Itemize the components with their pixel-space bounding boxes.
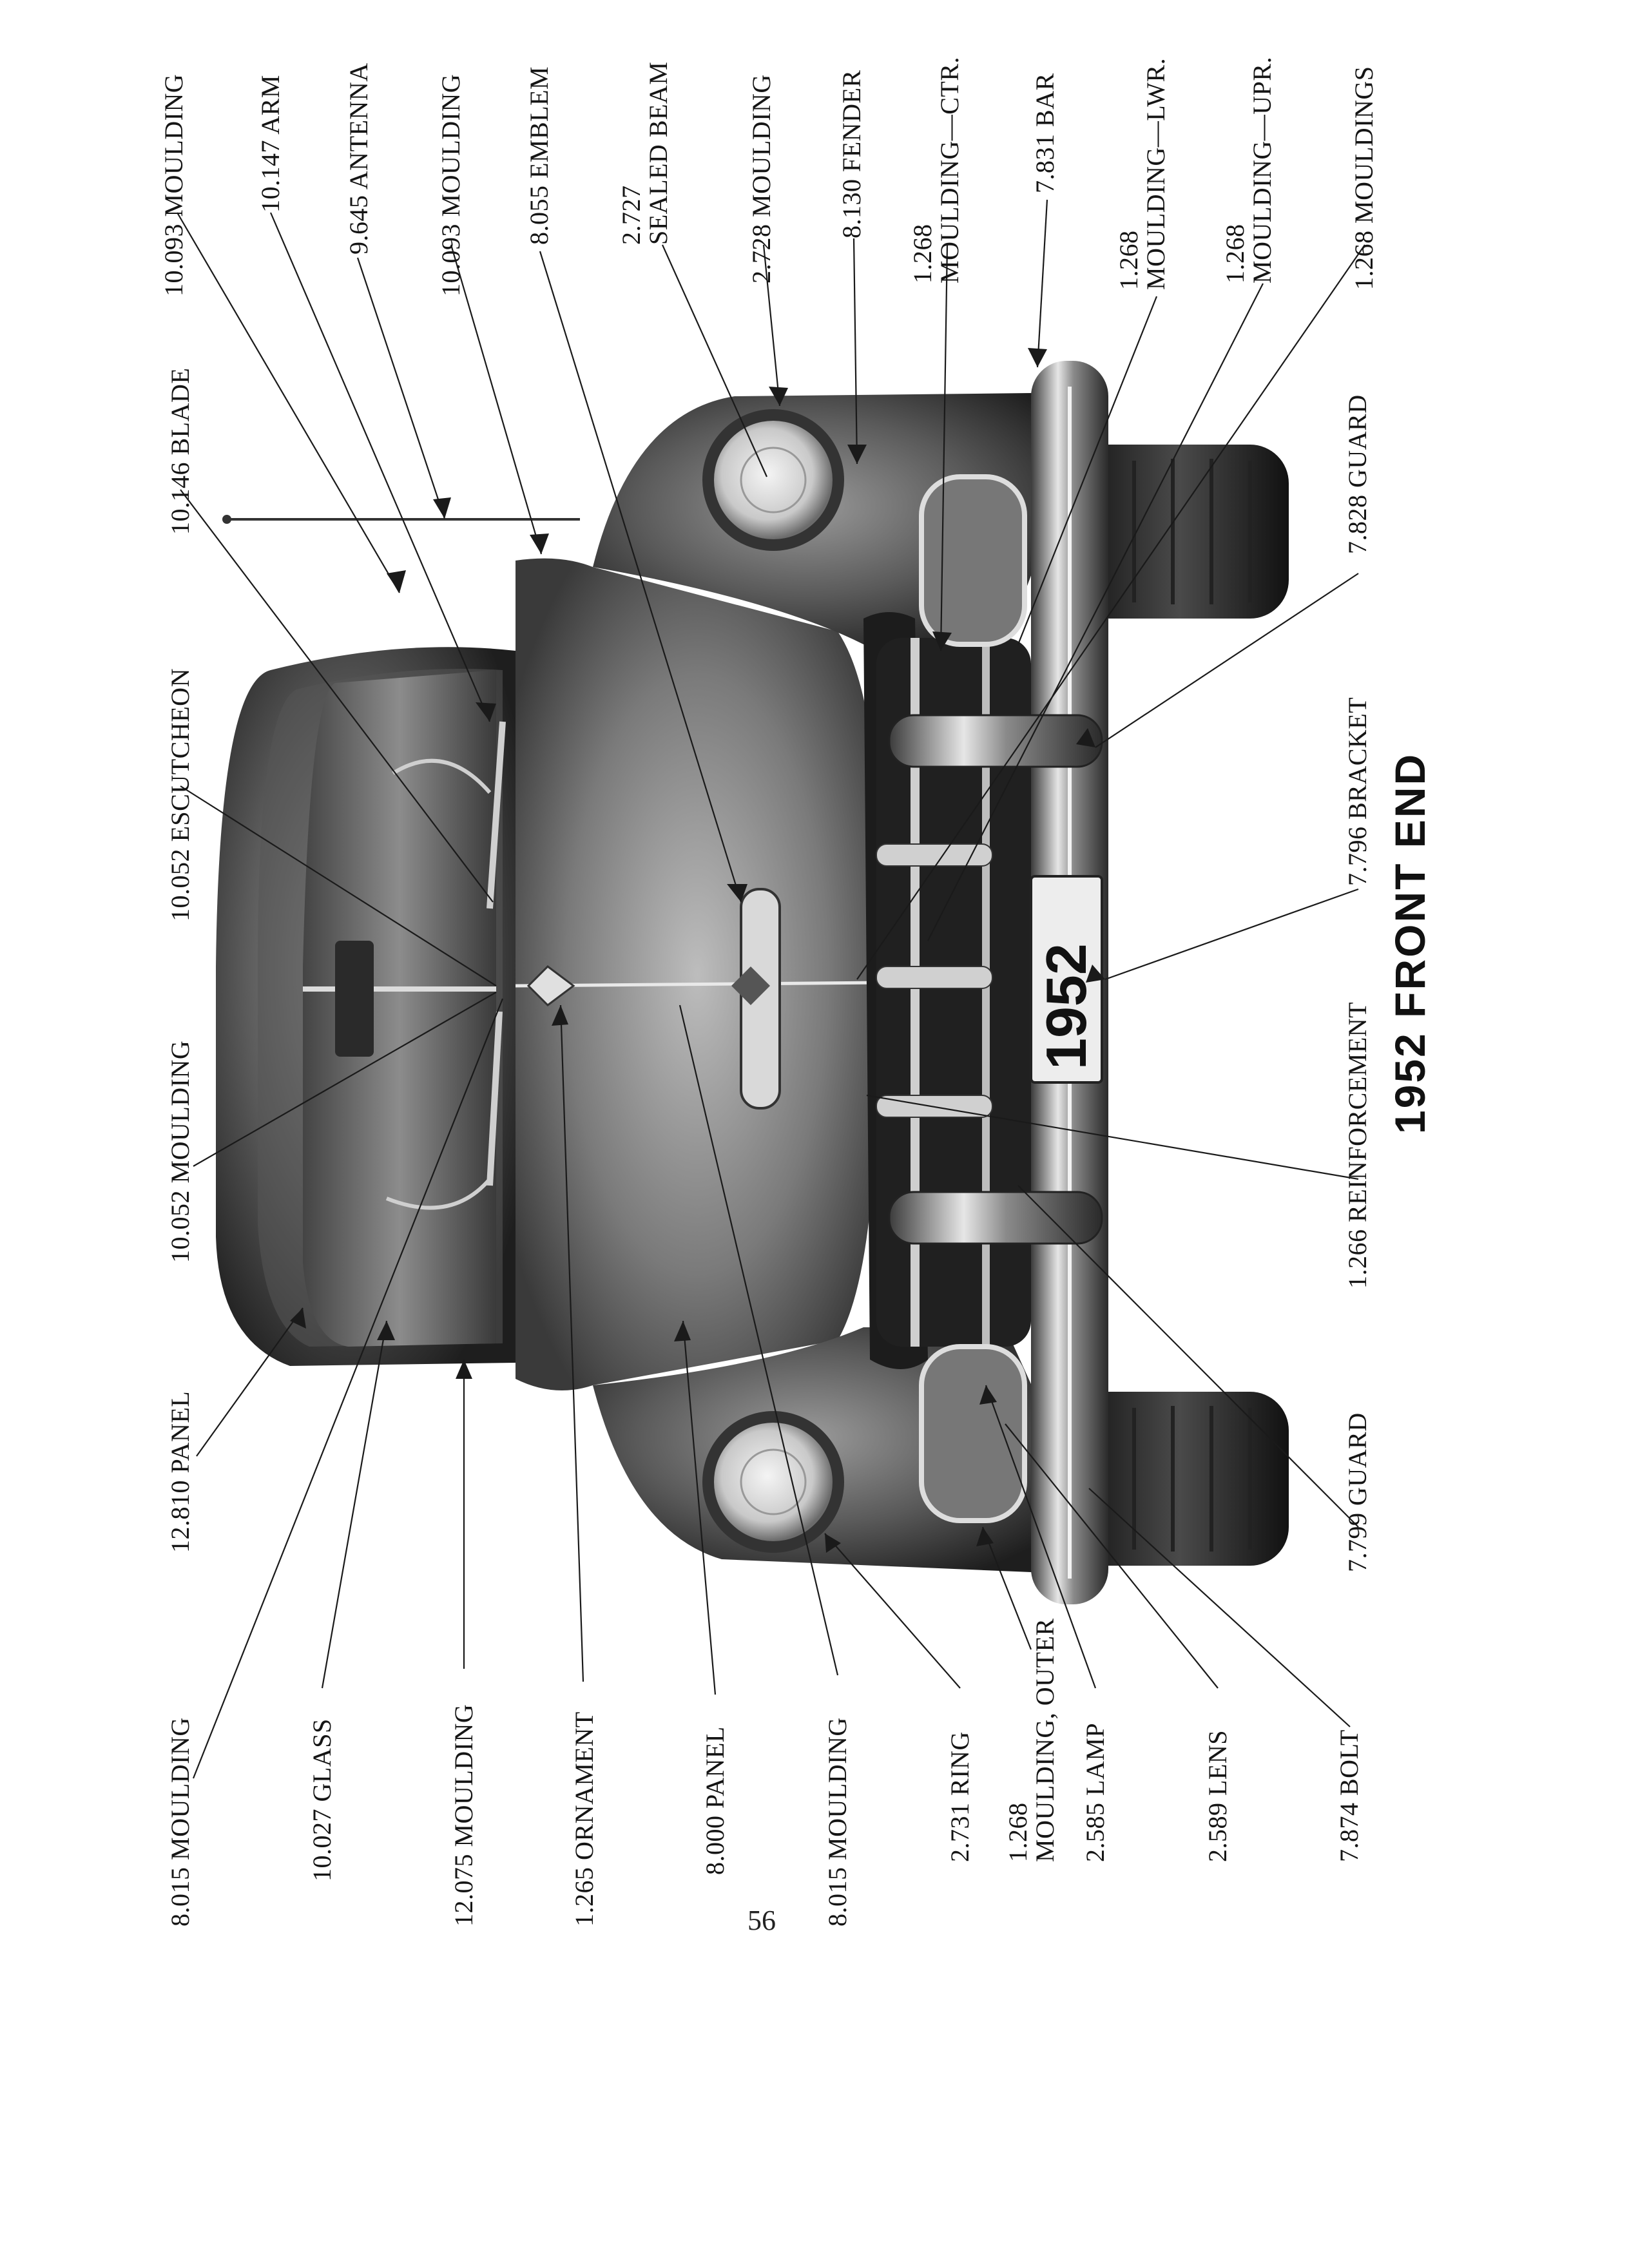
label-moulding-ctr-number: 1.268 (908, 224, 937, 284)
bumper-guard-upper (888, 714, 1103, 768)
label-fender-8-130: 8.130 FENDER (837, 70, 866, 238)
hood-emblem (731, 888, 781, 1110)
wiper-blade-upper (487, 721, 506, 909)
leader-lines (177, 199, 1365, 1779)
label-emblem-8-055: 8.055 EMBLEM (525, 66, 554, 245)
label-moulding-upr-text: MOULDING—UPR. (1248, 56, 1277, 284)
label-sealed-beam-text: SEALED BEAM (644, 61, 673, 245)
label-moulding-upr-number: 1.268 (1220, 224, 1249, 284)
headlamp-upper (702, 409, 844, 551)
label-arm-10-147: 10.147 ARM (256, 75, 285, 213)
label-sealed-beam-number: 2.727 (617, 185, 646, 245)
label-guard-7-799: 7.799 GUARD (1343, 1412, 1372, 1572)
page-title: 1952 FRONT END (1386, 752, 1434, 1134)
label-bracket-7-796: 7.796 BRACKET (1343, 697, 1372, 886)
headlamp-lower (702, 1411, 844, 1553)
label-moulding-8-015-b: 8.015 MOULDING (823, 1717, 852, 1927)
label-blade-10-146: 10.146 BLADE (166, 367, 195, 535)
label-moulding-lwr-number: 1.268 (1114, 230, 1143, 291)
label-moulding-8-015-a: 8.015 MOULDING (166, 1717, 195, 1927)
label-mouldings-1-268: 1.268 MOULDINGS (1349, 66, 1378, 291)
hood (515, 558, 883, 1390)
license-plate: 1952 (1030, 875, 1103, 1084)
label-glass-10-027: 10.027 GLASS (307, 1718, 336, 1881)
label-reinforcement-1-266: 1.266 REINFORCEMENT (1343, 1001, 1372, 1289)
label-panel-8-000: 8.000 PANEL (700, 1726, 729, 1875)
wiper-blade-lower (487, 1011, 503, 1186)
label-escutcheon-10-052: 10.052 ESCUTCHEON (166, 668, 195, 921)
leader-arrowheads (290, 348, 1105, 1553)
label-moulding-10-052: 10.052 MOULDING (166, 1040, 195, 1263)
label-bar-7-831: 7.831 BAR (1030, 73, 1059, 193)
label-moulding-10-093-a: 10.093 MOULDING (159, 73, 188, 296)
label-moulding-outer-text: MOULDING, OUTER (1030, 1618, 1059, 1862)
label-lamp-2-585: 2.585 LAMP (1081, 1722, 1110, 1862)
page-number: 56 (747, 1905, 776, 1936)
label-moulding-ctr-text: MOULDING—CTR. (935, 56, 964, 284)
license-plate-text: 1952 (1034, 943, 1098, 1070)
label-bolt-7-874: 7.874 BOLT (1335, 1729, 1364, 1862)
label-guard-7-828: 7.828 GUARD (1343, 394, 1372, 554)
label-ornament-1-265: 1.265 ORNAMENT (570, 1711, 599, 1927)
label-moulding-12-075: 12.075 MOULDING (449, 1704, 478, 1927)
hood-ornament (526, 965, 575, 1006)
label-moulding-10-093-b: 10.093 MOULDING (436, 73, 465, 296)
label-moulding-lwr-text: MOULDING—LWR. (1141, 57, 1170, 290)
label-ring-2-731: 2.731 RING (945, 1731, 974, 1862)
windshield (303, 670, 496, 1347)
label-antenna-9-645: 9.645 ANTENNA (344, 62, 373, 255)
bumper-guard-lower (888, 1191, 1103, 1245)
label-moulding-outer-number: 1.268 (1003, 1802, 1032, 1863)
label-moulding-2-728: 2.728 MOULDING (747, 74, 776, 284)
grille-teeth (876, 843, 993, 1118)
label-lens-2-589: 2.589 LENS (1203, 1730, 1232, 1862)
label-panel-12-810: 12.810 PANEL (166, 1390, 195, 1553)
